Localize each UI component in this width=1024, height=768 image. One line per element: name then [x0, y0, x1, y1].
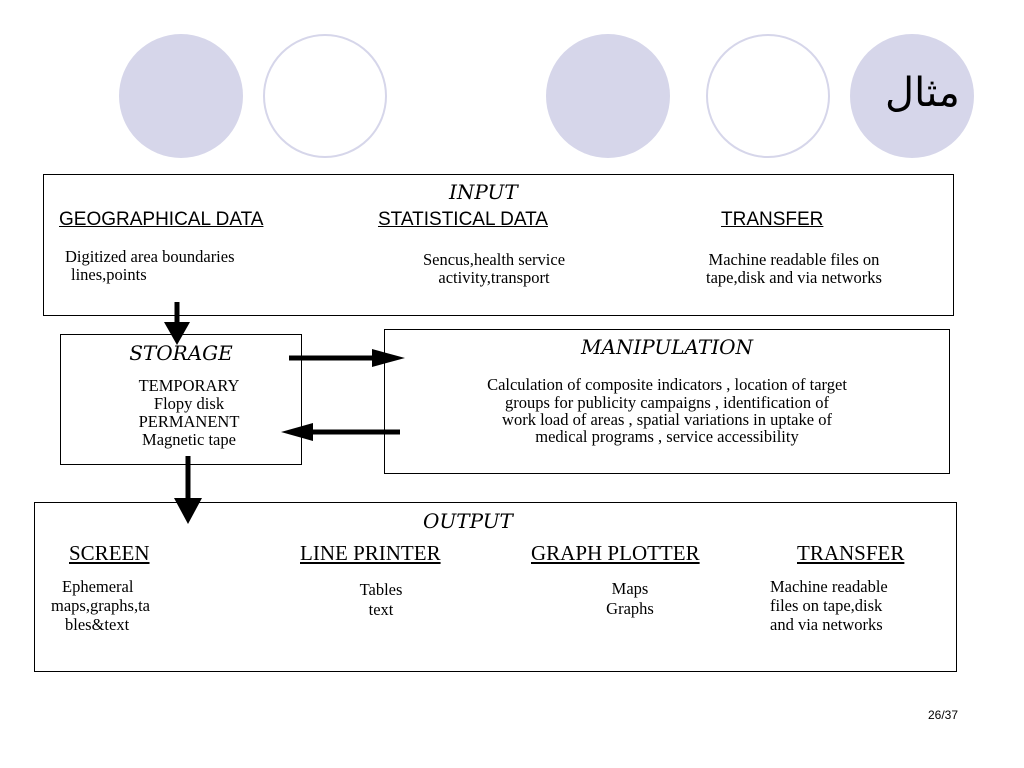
output-transfer-title: TRANSFER [797, 541, 905, 565]
input-statistical-title: STATISTICAL DATA [378, 209, 548, 230]
slide-title: مثال [885, 70, 960, 116]
storage-line-2: Flopy disk [153, 394, 225, 413]
input-statistical-line-2: activity,transport [438, 268, 550, 287]
storage-line-4: Magnetic tape [142, 430, 236, 449]
arrow-storage-to-output [174, 456, 202, 524]
output-transfer-line-1: Machine readable [770, 577, 888, 596]
arrow-manipulation-to-storage [281, 423, 400, 441]
output-transfer-line-2: files on tape,disk [770, 596, 883, 615]
output-screen-line-1: Ephemeral [62, 577, 134, 596]
storage-line-1: TEMPORARY [138, 376, 240, 395]
input-transfer-line-2: tape,disk and via networks [706, 268, 882, 287]
output-box: OUTPUT SCREEN Ephemeral maps,graphs,ta b… [34, 502, 957, 672]
arrow-input-to-storage [164, 302, 190, 345]
output-graph-plotter-title: GRAPH PLOTTER [531, 541, 700, 565]
output-transfer-line-3: and via networks [770, 615, 883, 634]
decor-circle-2 [263, 34, 387, 158]
storage-box: STORAGE TEMPORARY Flopy disk PERMANENT M… [60, 334, 302, 465]
input-transfer-title: TRANSFER [721, 209, 824, 230]
input-geographical-title: GEOGRAPHICAL DATA [59, 209, 264, 230]
output-graph-plotter-line-1: Maps [611, 579, 649, 598]
decor-circle-1 [119, 34, 243, 158]
decor-circle-4 [706, 34, 830, 158]
storage-heading: STORAGE [129, 341, 233, 365]
arrow-storage-to-manipulation [289, 349, 405, 367]
output-heading: OUTPUT [423, 509, 513, 533]
output-screen-title: SCREEN [69, 541, 150, 565]
input-geographical-line-2: lines,points [71, 265, 147, 284]
output-line-printer-line-1: Tables [359, 580, 403, 599]
input-heading: INPUT [449, 180, 518, 204]
input-transfer-line-1: Machine readable files on [708, 250, 880, 269]
page-number: 26/37 [928, 708, 959, 722]
output-line-printer-line-2: text [368, 600, 394, 619]
input-box: INPUT GEOGRAPHICAL DATA Digitized area b… [43, 174, 954, 316]
manipulation-line-1: Calculation of composite indicators , lo… [487, 375, 847, 394]
decor-circle-3 [546, 34, 670, 158]
manipulation-heading: MANIPULATION [580, 335, 754, 359]
output-line-printer-title: LINE PRINTER [300, 541, 441, 565]
manipulation-box: MANIPULATION Calculation of composite in… [384, 329, 950, 474]
input-geographical-line-1: Digitized area boundaries [65, 247, 235, 266]
output-graph-plotter-line-2: Graphs [606, 599, 654, 618]
manipulation-line-2: groups for publicity campaigns , identif… [505, 393, 829, 412]
input-statistical-line-1: Sencus,health service [422, 250, 566, 269]
storage-line-3: PERMANENT [138, 412, 240, 431]
decor-circle-5 [850, 34, 974, 158]
manipulation-line-4: medical programs , service accessibility [535, 427, 799, 446]
manipulation-line-3: work load of areas , spatial variations … [502, 410, 832, 429]
output-screen-line-2: maps,graphs,ta [51, 596, 150, 615]
output-screen-line-3: bles&text [65, 615, 130, 634]
